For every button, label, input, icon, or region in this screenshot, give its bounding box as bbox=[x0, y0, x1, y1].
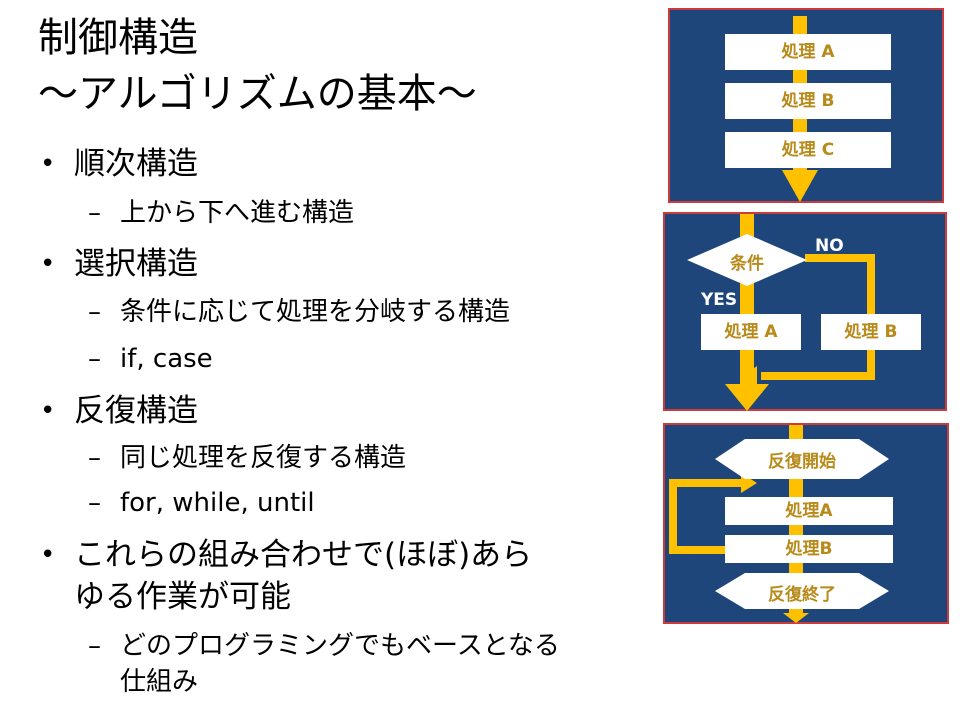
loop-start-label: 反復開始 bbox=[768, 452, 836, 472]
slide-title: 制御構造 ～アルゴリズムの基本～ bbox=[38, 10, 477, 122]
sub-dash: – bbox=[88, 198, 101, 228]
process-box-b: 処理 B bbox=[725, 83, 891, 119]
bullet-dot: • bbox=[40, 149, 56, 179]
sub-dash: – bbox=[88, 631, 101, 661]
diagram-sequential: 処理 A 処理 B 処理 C bbox=[668, 8, 944, 203]
process-box-c: 処理 C bbox=[725, 132, 891, 168]
process-box-a: 処理 A bbox=[701, 314, 801, 350]
diagram-selection: 条件 NO YES 処理 A 処理 B bbox=[663, 212, 947, 411]
condition-diamond bbox=[687, 234, 807, 286]
diagram-loop: 反復開始 処理A 処理B 反復終了 bbox=[663, 423, 949, 624]
loop-end-hexagon bbox=[715, 573, 889, 609]
bullet-dot: • bbox=[40, 396, 56, 426]
sub-text: 上から下へ進む構造 bbox=[120, 198, 355, 228]
process-box-a: 処理 A bbox=[725, 34, 891, 70]
condition-label: 条件 bbox=[730, 254, 764, 274]
sub-dash: – bbox=[88, 443, 101, 473]
sub-text: if, case bbox=[120, 344, 213, 374]
bullet-text: 順次構造 bbox=[74, 146, 198, 182]
title-line-2: ～アルゴリズムの基本～ bbox=[38, 71, 477, 117]
sub-text: for, while, until bbox=[120, 488, 315, 518]
loop-end-label: 反復終了 bbox=[768, 585, 836, 605]
bullet-text: 選択構造 bbox=[74, 246, 198, 282]
sub-dash: – bbox=[88, 344, 101, 374]
bullet-dot: • bbox=[40, 249, 56, 279]
process-box-a: 処理A bbox=[725, 497, 893, 525]
process-box-b: 処理 B bbox=[821, 314, 921, 350]
title-line-1: 制御構造 bbox=[38, 15, 198, 61]
process-box-b: 処理B bbox=[725, 535, 893, 563]
bullet-text-line-2: ゆる作業が可能 bbox=[74, 579, 291, 615]
bullet-text-line-1: これらの組み合わせで(ほぼ)あら bbox=[74, 537, 533, 573]
sub-text-line-1: どのプログラミングでもベースとなる bbox=[120, 631, 560, 661]
sub-text: 同じ処理を反復する構造 bbox=[120, 443, 407, 473]
no-label: NO bbox=[815, 236, 844, 256]
bullet-text: 反復構造 bbox=[74, 393, 198, 429]
loop-start-hexagon bbox=[715, 439, 889, 479]
sub-dash: – bbox=[88, 488, 101, 518]
sub-text-line-2: 仕組み bbox=[120, 667, 199, 697]
bullet-dot: • bbox=[40, 540, 56, 570]
sub-text: 条件に応じて処理を分岐する構造 bbox=[120, 297, 511, 327]
sub-dash: – bbox=[88, 297, 101, 327]
yes-label: YES bbox=[701, 290, 738, 310]
